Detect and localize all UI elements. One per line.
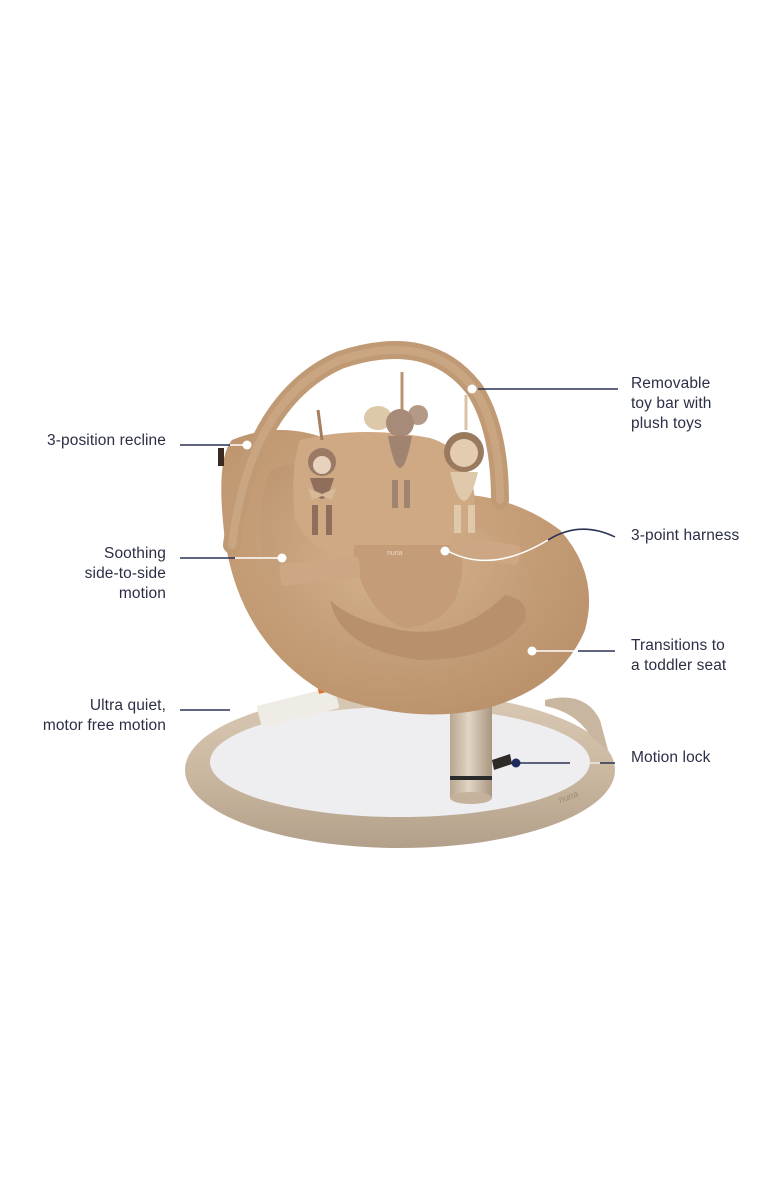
- callout-recline: 3-position recline: [47, 432, 166, 449]
- motion-lock-lever: [492, 754, 512, 770]
- brand-logo-seat: nuna: [387, 550, 403, 557]
- callout-harness: 3-point harness: [631, 527, 740, 544]
- support-pole: [450, 706, 512, 804]
- elephant-plush-toy: [364, 405, 428, 508]
- callout-leader-lines: [180, 384, 618, 768]
- callout-toy-bar: Removable toy bar with plush toys: [631, 375, 712, 432]
- toy-bar: [223, 341, 509, 554]
- callout-toddler-seat: Transitions to a toddler seat: [631, 637, 727, 674]
- harness-pad: [353, 545, 463, 628]
- seat-shell: nuna: [218, 430, 590, 715]
- callout-motion-lock: Motion lock: [631, 749, 711, 766]
- warning-label: [256, 687, 340, 727]
- callout-quiet-motion: Ultra quiet, motor free motion: [42, 697, 166, 734]
- callout-soothing-motion: Soothing side-to-side motion: [84, 545, 166, 602]
- lion-plush-toy: [444, 432, 484, 533]
- base-frame: nuna: [185, 683, 615, 848]
- monkey-plush-toy: [308, 448, 336, 535]
